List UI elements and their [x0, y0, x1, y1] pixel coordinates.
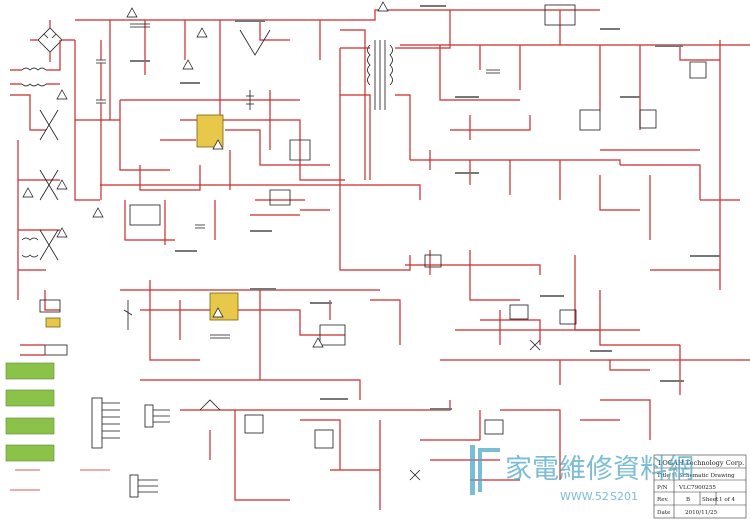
title-block: LOGAH Technology Corp. Title Schematic D…	[653, 454, 747, 519]
watermark: 家電維修資料網 WWW.52 S201	[470, 445, 694, 503]
sheet-label: Sheet	[702, 497, 719, 503]
rev-value: B	[686, 497, 690, 503]
left-bottom-connectors	[5, 344, 170, 498]
warning-icon	[56, 227, 68, 238]
date-label: Date	[657, 510, 671, 516]
warning-symbols	[22, 1, 389, 348]
warning-icon	[56, 179, 68, 190]
title-value: Schematic Drawing	[679, 473, 735, 479]
secondary-outputs	[400, 4, 750, 290]
company-name: LOGAH Technology Corp.	[658, 459, 744, 467]
watermark-url-suffix: S201	[610, 490, 638, 503]
hv-label-box-1	[5, 362, 55, 380]
connector-cn2	[144, 404, 154, 428]
top-rail-wiring	[75, 9, 600, 180]
rev-label: Rev.	[657, 497, 669, 503]
ac-input-section	[10, 20, 120, 328]
warning-icon	[377, 1, 389, 12]
warning-icon	[212, 307, 224, 318]
pwm-controller-block	[119, 90, 345, 191]
main-transformer	[339, 10, 451, 271]
watermark-text: 家電維修資料網	[505, 454, 694, 485]
watermark-url: WWW.52	[560, 490, 609, 503]
title-label: Title	[657, 473, 671, 479]
warning-icon	[182, 59, 194, 70]
center-right-block	[405, 250, 750, 395]
bottom-center-block	[180, 399, 651, 510]
connector-cn1	[91, 397, 103, 449]
warning-icon	[92, 207, 104, 218]
warning-icon	[56, 89, 68, 100]
hv-label-box-4	[5, 444, 55, 462]
warning-icon	[196, 27, 208, 38]
warning-icon	[212, 139, 224, 150]
sheet-value: 1 of 4	[719, 497, 736, 503]
watermark-logo-icon	[470, 445, 475, 495]
pn-value: VLC7900255	[678, 485, 716, 491]
warning-icon	[312, 337, 324, 348]
hv-label-box-3	[5, 417, 55, 435]
middle-left-block	[100, 184, 421, 245]
standby-controller-block	[120, 280, 401, 400]
connector-cn3	[129, 474, 139, 498]
part-reference-labels	[130, 5, 720, 410]
warning-icon	[22, 187, 34, 198]
output-regulator-top	[544, 4, 576, 26]
warning-icon	[126, 7, 138, 18]
pn-label: P/N	[657, 485, 668, 491]
date-value: 2010/11/25	[685, 510, 718, 516]
hv-label-box-2	[5, 389, 55, 407]
